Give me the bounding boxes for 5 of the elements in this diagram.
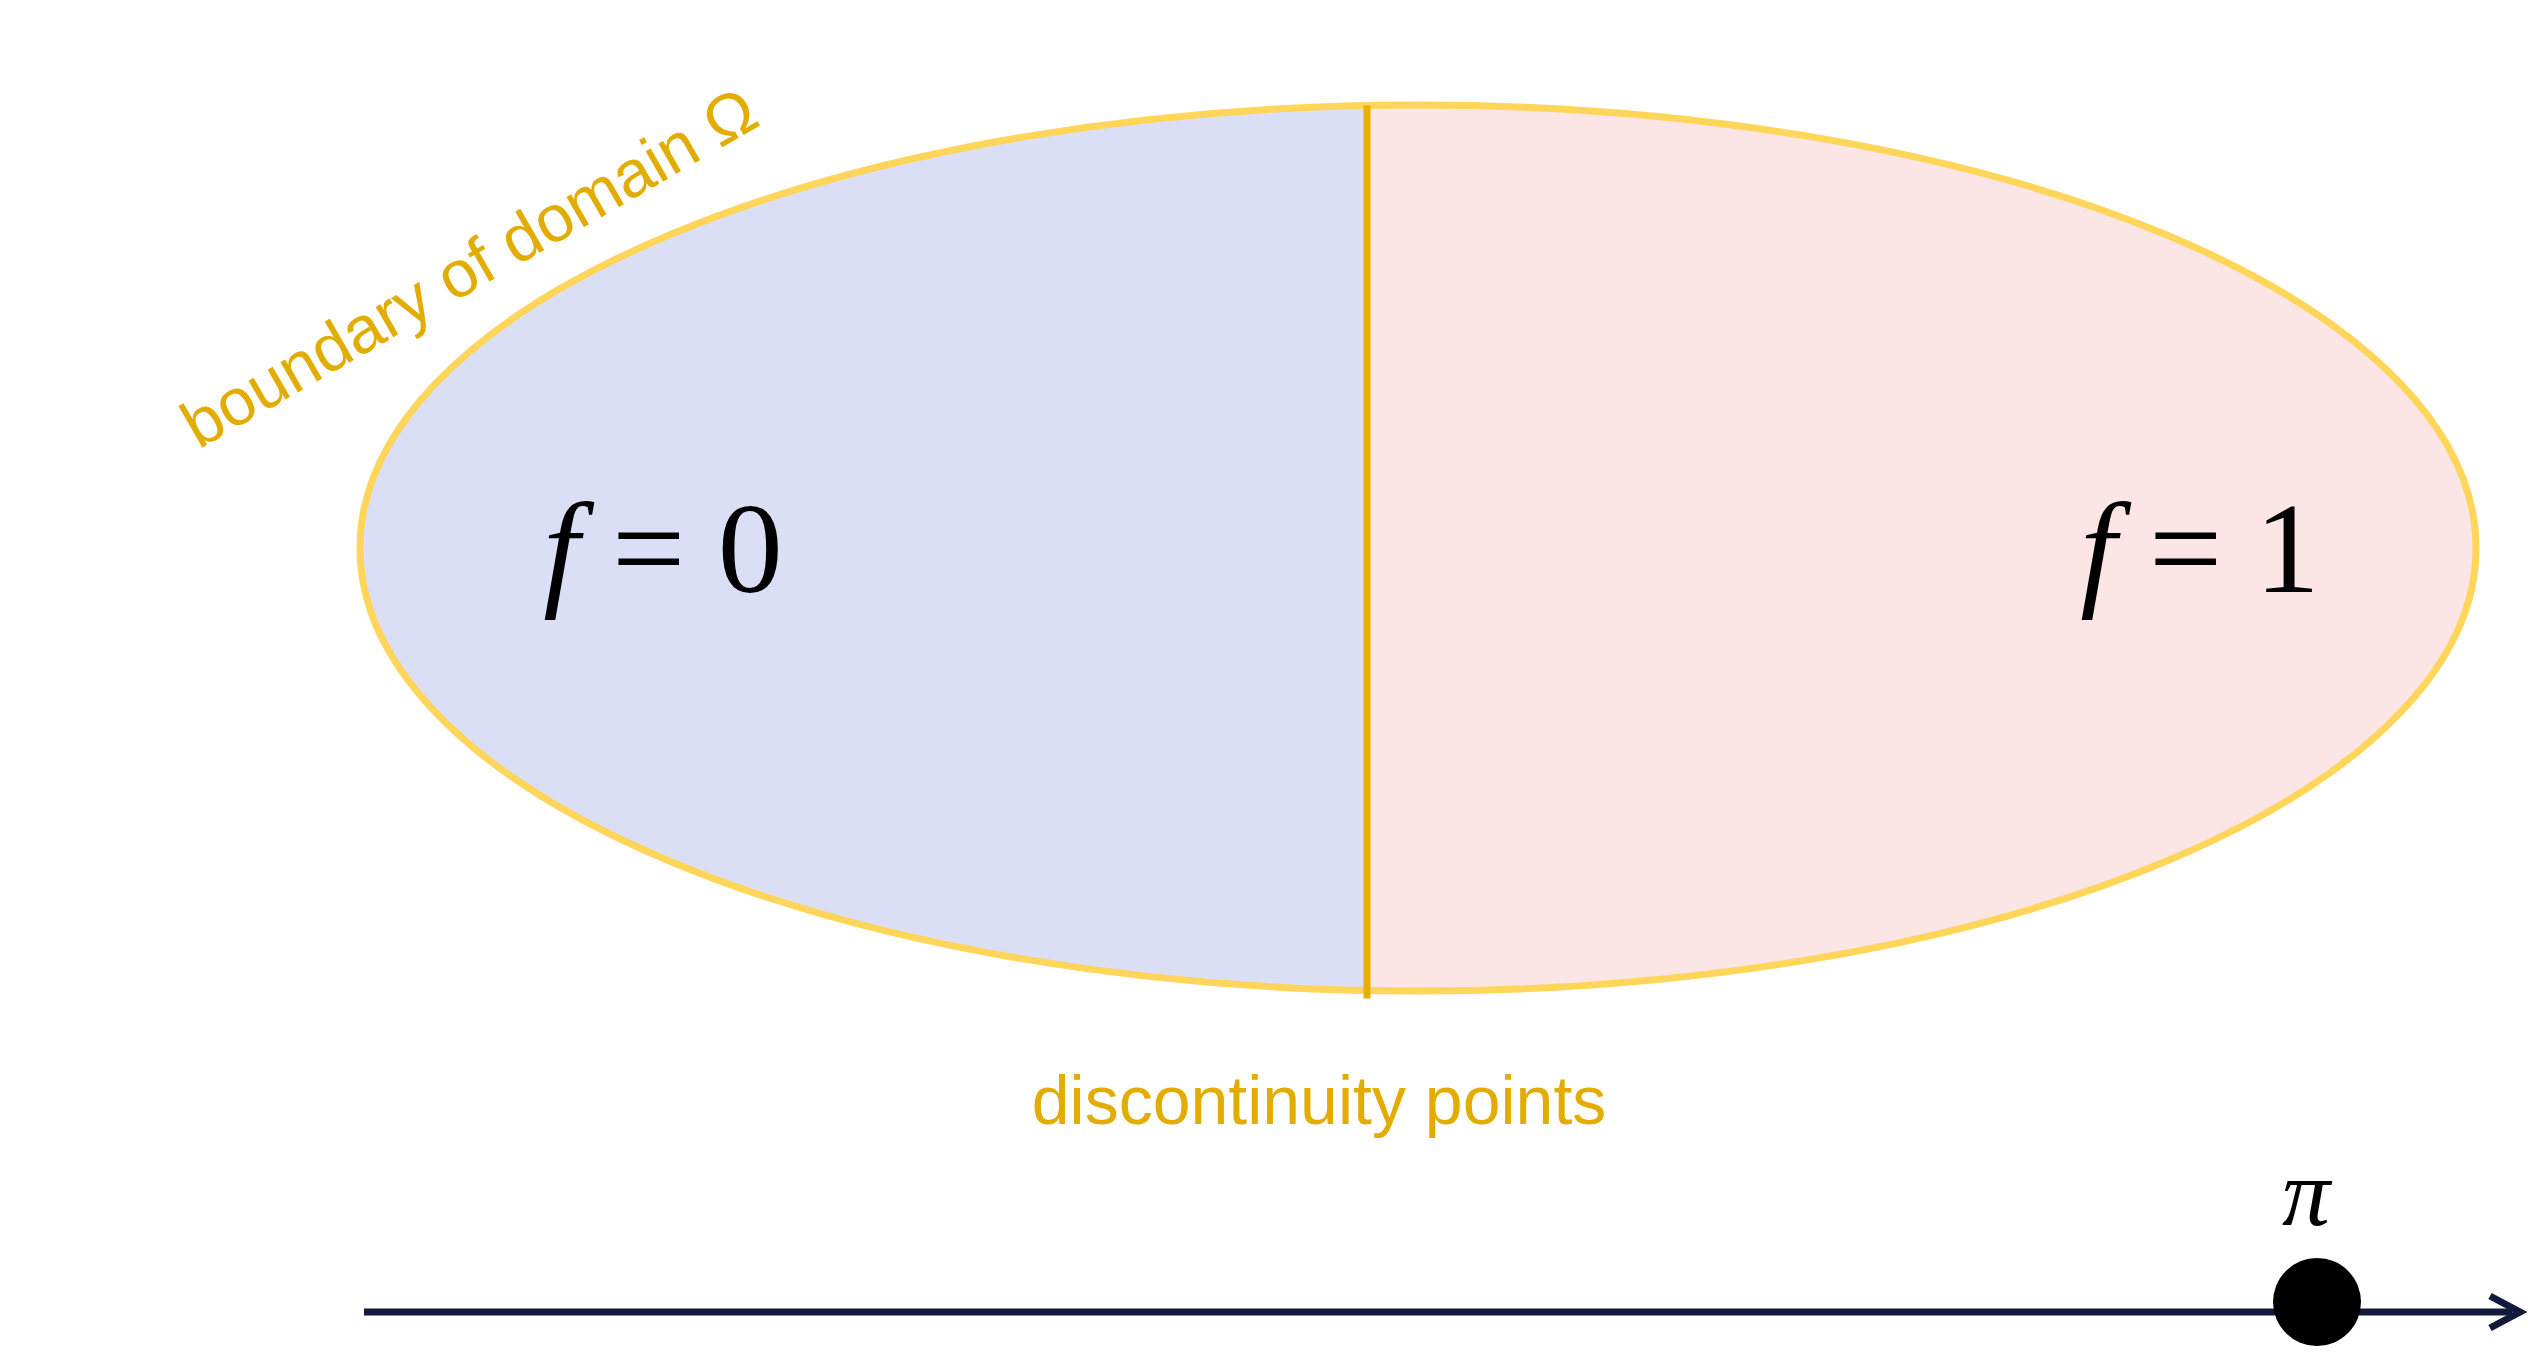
formula-text: f = 1: [2080, 475, 2320, 622]
point-label: π: [2281, 1137, 2331, 1248]
discontinuity-label: discontinuity points: [1031, 1061, 1607, 1139]
point-marker: [2273, 1258, 2361, 1346]
formula-text: f = 0: [543, 475, 783, 622]
